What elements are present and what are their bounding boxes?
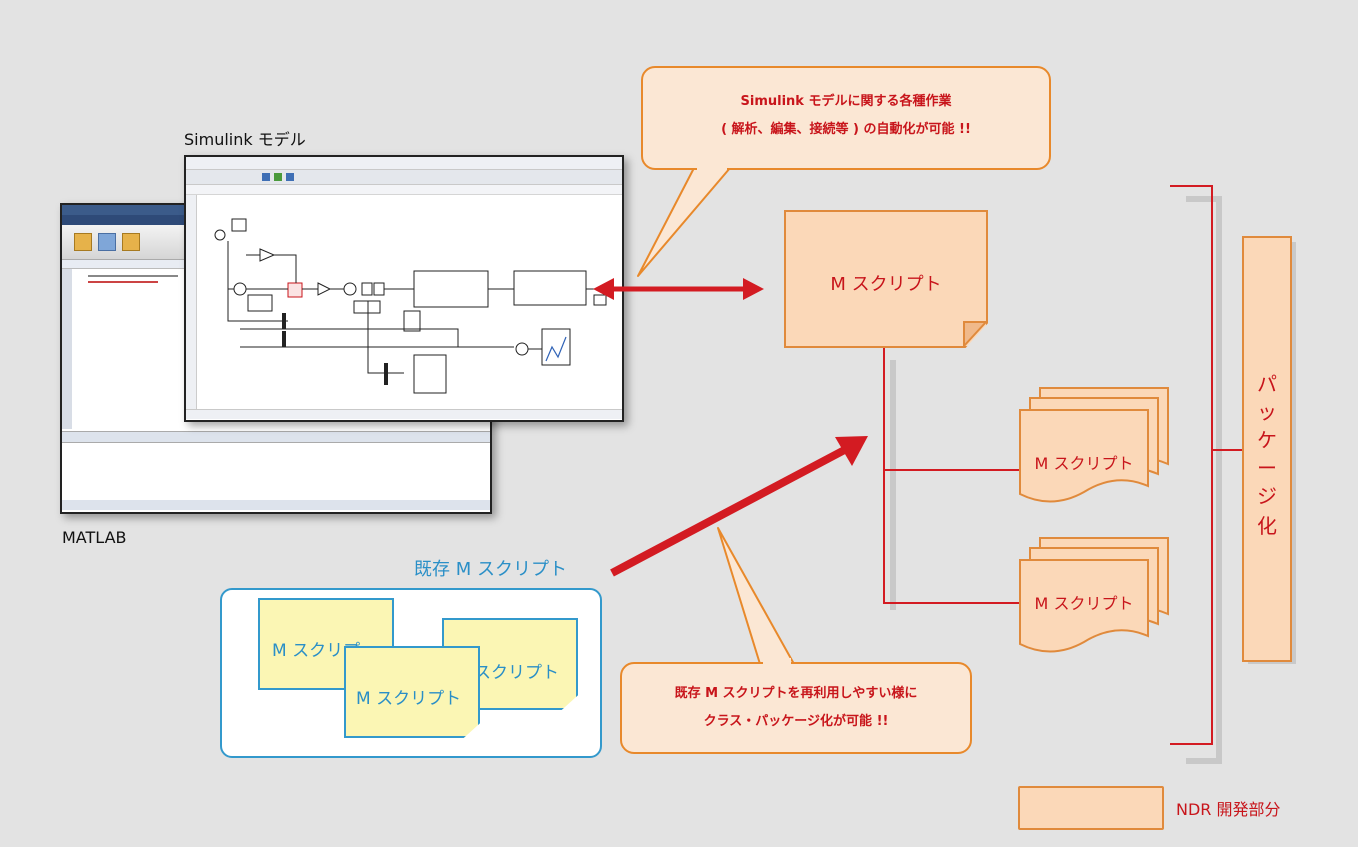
reuse-arrowhead bbox=[835, 436, 868, 466]
tree-line bbox=[883, 348, 1020, 604]
simulink-window bbox=[184, 155, 624, 422]
simulink-menubar bbox=[186, 157, 622, 170]
m-script-stack-upper bbox=[1019, 387, 1169, 503]
m-script-stack-lower bbox=[1019, 537, 1169, 653]
simulink-toolbar bbox=[186, 170, 622, 185]
packaging-box: パ ッ ケ ー ジ 化 bbox=[1242, 236, 1292, 662]
simulink-toolbar-icon bbox=[262, 173, 270, 181]
bottom-callout-line1: 既存 M スクリプトを再利用しやすい様に bbox=[674, 686, 918, 701]
top-callout-line2: ( 解析、編集、接続等 ) の自動化が可能 !! bbox=[721, 122, 971, 137]
matlab-workspace-bar bbox=[62, 431, 490, 443]
simulink-block-diagram bbox=[214, 218, 607, 394]
package-bracket bbox=[1170, 185, 1213, 745]
simulink-palette bbox=[186, 195, 197, 409]
existing-script-label: M スクリプト bbox=[356, 689, 462, 709]
packaging-char: ジ bbox=[1257, 484, 1277, 508]
simulink-breadcrumb-bar bbox=[186, 185, 622, 195]
matlab-toolstrip-icon bbox=[74, 233, 92, 251]
packaging-char: パ bbox=[1257, 372, 1277, 396]
matlab-folder-panel bbox=[62, 269, 72, 429]
simulink-toolbar-icon bbox=[274, 173, 282, 181]
matlab-toolstrip-icon bbox=[98, 233, 116, 251]
bottom-callout-tail-mask bbox=[763, 658, 791, 666]
simulink-toolbar-icon bbox=[286, 173, 294, 181]
matlab-statusbar bbox=[62, 500, 490, 510]
tree-shadow bbox=[890, 360, 896, 610]
reuse-arrow bbox=[610, 442, 854, 577]
bottom-callout-line2: クラス・パッケージ化が可能 !! bbox=[703, 714, 889, 729]
legend-label: NDR 開発部分 bbox=[1176, 800, 1281, 819]
packaging-char: ッ bbox=[1257, 400, 1277, 424]
main-m-script: M スクリプト bbox=[784, 210, 988, 348]
bottom-callout: 既存 M スクリプトを再利用しやすい様に クラス・パッケージ化が可能 !! bbox=[620, 662, 972, 754]
arrowhead-left bbox=[593, 278, 614, 300]
m-script-stack-upper-label: M スクリプト bbox=[1034, 454, 1134, 473]
top-callout-line1: Simulink モデルに関する各種作業 bbox=[740, 94, 952, 109]
existing-script-front: M スクリプト bbox=[344, 646, 480, 738]
callout-tail-top bbox=[637, 167, 731, 277]
simulink-statusbar bbox=[186, 409, 622, 419]
existing-script-label: M スクリプ bbox=[272, 641, 361, 661]
main-m-script-label: M スクリプト bbox=[830, 274, 942, 295]
packaging-char: ー bbox=[1257, 456, 1277, 480]
top-callout: Simulink モデルに関する各種作業 ( 解析、編集、接続等 ) の自動化が… bbox=[641, 66, 1051, 170]
existing-m-script-title: 既存 M スクリプト bbox=[414, 559, 567, 580]
packaging-char: 化 bbox=[1257, 514, 1277, 538]
bracket-shadow bbox=[1186, 196, 1222, 764]
matlab-toolstrip-icon bbox=[122, 233, 140, 251]
callout-tail-bottom bbox=[717, 527, 795, 665]
legend-swatch bbox=[1018, 786, 1164, 830]
main-m-script-fold bbox=[963, 321, 987, 347]
simulink-model-label: Simulink モデル bbox=[184, 130, 306, 149]
arrowhead-right bbox=[743, 278, 764, 300]
packaging-char: ケ bbox=[1257, 428, 1277, 452]
m-script-stack-lower-label: M スクリプト bbox=[1034, 594, 1134, 613]
top-callout-tail-mask bbox=[697, 164, 727, 170]
matlab-label: MATLAB bbox=[62, 528, 127, 547]
existing-script-label: スクリプト bbox=[474, 663, 559, 683]
